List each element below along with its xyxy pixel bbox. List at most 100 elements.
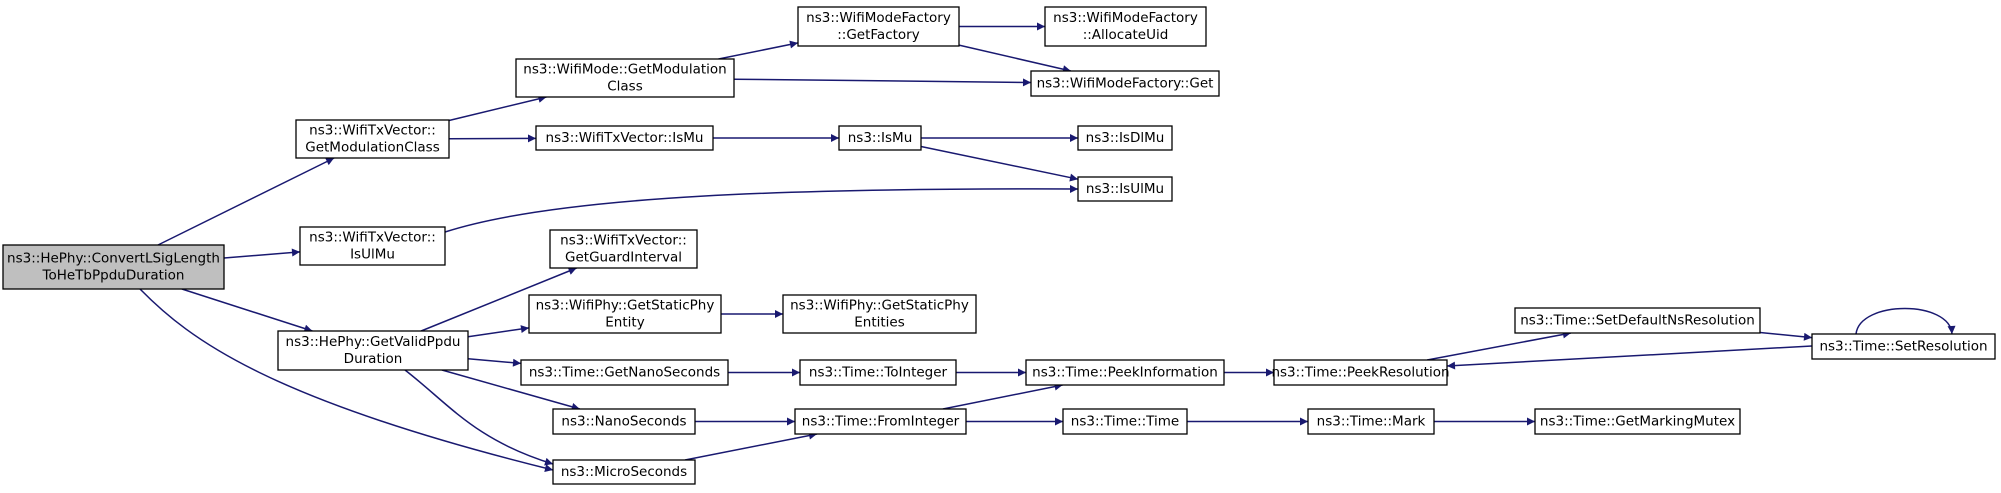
node-isDlMu[interactable]: ns3::IsDlMu bbox=[1077, 125, 1173, 151]
node-label-line: ns3::Time::FromInteger bbox=[802, 414, 960, 430]
node-factoryGet[interactable]: ns3::WifiModeFactory::Get bbox=[1030, 70, 1220, 97]
node-box bbox=[549, 229, 698, 269]
node-box bbox=[1811, 333, 1996, 360]
node-box bbox=[838, 125, 922, 151]
edge-getValidPpdu-to-nanoSeconds bbox=[441, 369, 581, 411]
node-label-line: Class bbox=[607, 79, 643, 95]
edge-root-to-microSeconds bbox=[139, 288, 554, 472]
edge-getModClassVec-to-getModClassMode bbox=[448, 94, 547, 122]
node-label-line: Entities bbox=[854, 315, 905, 331]
node-label-line: ns3::WifiModeFactory bbox=[1053, 10, 1198, 26]
node-getMarkingMutex[interactable]: ns3::Time::GetMarkingMutex bbox=[1534, 408, 1741, 435]
node-label-line: GetGuardInterval bbox=[565, 250, 682, 266]
node-getModClassVec[interactable]: ns3::WifiTxVector::GetModulationClass bbox=[295, 119, 450, 159]
node-box bbox=[1307, 408, 1435, 435]
node-label-line: ns3::MicroSeconds bbox=[561, 464, 687, 480]
node-label-line: ns3::IsDlMu bbox=[1086, 130, 1165, 146]
node-box bbox=[1273, 359, 1448, 386]
edge-getValidPpdu-to-getStaticPhyEntity bbox=[467, 325, 530, 338]
node-isMuVec[interactable]: ns3::WifiTxVector::IsMu bbox=[535, 125, 714, 151]
node-nanoSeconds[interactable]: ns3::NanoSeconds bbox=[552, 408, 696, 435]
node-label-line: ns3::Time::Time bbox=[1071, 414, 1179, 430]
edge-getValidPpdu-to-getGuardInterval bbox=[420, 267, 577, 332]
node-label-line: ns3::WifiMode::GetModulation bbox=[523, 62, 726, 78]
edge-getModClassMode-to-factoryGet bbox=[733, 78, 1032, 87]
node-box bbox=[1077, 176, 1173, 202]
node-label-line: ns3::Time::GetMarkingMutex bbox=[1540, 414, 1735, 430]
node-label-line: ns3::Time::Mark bbox=[1317, 414, 1426, 430]
node-box bbox=[528, 294, 722, 334]
node-label-line: ns3::HePhy::GetValidPpdu bbox=[286, 334, 461, 350]
node-isUlMuVec[interactable]: ns3::WifiTxVector::IsUlMu bbox=[299, 226, 446, 266]
node-root[interactable]: ns3::HePhy::ConvertLSigLengthToHeTbPpduD… bbox=[2, 244, 225, 290]
edge-peekResolution-to-setDefaultNsRes bbox=[1426, 330, 1572, 361]
node-box bbox=[515, 58, 735, 98]
node-setDefaultNsRes[interactable]: ns3::Time::SetDefaultNsResolution bbox=[1514, 307, 1761, 334]
node-box bbox=[799, 359, 957, 386]
node-label-line: ns3::WifiTxVector::IsMu bbox=[546, 130, 704, 146]
node-box bbox=[520, 359, 729, 386]
node-allocateUid[interactable]: ns3::WifiModeFactory::AllocateUid bbox=[1044, 6, 1207, 47]
node-layer: ns3::HePhy::ConvertLSigLengthToHeTbPpduD… bbox=[2, 6, 1996, 485]
edge-getValidPpdu-to-microSeconds bbox=[404, 369, 554, 466]
node-label-line: ToHeTbPpduDuration bbox=[42, 268, 185, 284]
node-microSeconds[interactable]: ns3::MicroSeconds bbox=[552, 459, 696, 485]
node-label-line: ns3::WifiModeFactory::Get bbox=[1037, 76, 1214, 92]
node-label-line: ns3::Time::ToInteger bbox=[809, 365, 948, 381]
node-label-line: ns3::WifiTxVector:: bbox=[309, 230, 436, 246]
node-box bbox=[1025, 359, 1225, 386]
node-label-line: ns3::WifiPhy::GetStaticPhy bbox=[536, 298, 715, 314]
node-peekResolution[interactable]: ns3::Time::PeekResolution bbox=[1271, 359, 1450, 386]
node-timeTime[interactable]: ns3::Time::Time bbox=[1062, 408, 1188, 435]
node-setResolution[interactable]: ns3::Time::SetResolution bbox=[1811, 333, 1996, 360]
node-label-line: Entity bbox=[605, 315, 644, 331]
node-box bbox=[552, 459, 696, 485]
node-peekInformation[interactable]: ns3::Time::PeekInformation bbox=[1025, 359, 1225, 386]
node-getModClassMode[interactable]: ns3::WifiMode::GetModulationClass bbox=[515, 58, 735, 98]
node-box bbox=[797, 6, 960, 47]
node-isMu[interactable]: ns3::IsMu bbox=[838, 125, 922, 151]
node-box bbox=[535, 125, 714, 151]
node-label-line: ns3::WifiTxVector:: bbox=[309, 123, 436, 139]
node-box bbox=[1030, 70, 1220, 97]
edge-isUlMuVec-to-isUlMu bbox=[444, 184, 1079, 233]
edge-root-to-isUlMuVec bbox=[223, 248, 301, 259]
edge-setDefaultNsRes-to-setResolution bbox=[1759, 331, 1813, 341]
node-label-line: ns3::Time::GetNanoSeconds bbox=[529, 365, 720, 381]
node-mark[interactable]: ns3::Time::Mark bbox=[1307, 408, 1435, 435]
edge-layer bbox=[139, 22, 1956, 472]
node-isUlMu[interactable]: ns3::IsUlMu bbox=[1077, 176, 1173, 202]
node-label-line: ns3::WifiTxVector:: bbox=[560, 233, 687, 249]
node-getFactory[interactable]: ns3::WifiModeFactory::GetFactory bbox=[797, 6, 960, 47]
node-label-line: GetModulationClass bbox=[305, 140, 440, 156]
node-fromInteger[interactable]: ns3::Time::FromInteger bbox=[794, 408, 967, 435]
edge-setResolution-to-setResolution bbox=[1855, 307, 1956, 335]
edge-getFactory-to-factoryGet bbox=[958, 44, 1072, 74]
node-box bbox=[299, 226, 446, 266]
node-label-line: ns3::IsUlMu bbox=[1086, 181, 1164, 197]
node-label-line: ns3::WifiPhy::GetStaticPhy bbox=[790, 298, 969, 314]
edge-setResolution-to-peekResolution bbox=[1446, 345, 1813, 370]
node-box bbox=[1534, 408, 1741, 435]
node-label-line: ns3::IsMu bbox=[848, 130, 913, 146]
node-toInteger[interactable]: ns3::Time::ToInteger bbox=[799, 359, 957, 386]
node-getNanoSeconds[interactable]: ns3::Time::GetNanoSeconds bbox=[520, 359, 729, 386]
node-label-line: ns3::Time::SetDefaultNsResolution bbox=[1520, 313, 1755, 329]
node-box bbox=[1077, 125, 1173, 151]
node-label-line: ns3::WifiModeFactory bbox=[806, 10, 951, 26]
node-label-line: ns3::Time::SetResolution bbox=[1819, 339, 1987, 355]
node-label-line: ::AllocateUid bbox=[1083, 27, 1169, 43]
node-label-line: Duration bbox=[344, 351, 403, 367]
node-box bbox=[277, 330, 469, 371]
node-box bbox=[2, 244, 225, 290]
node-label-line: ns3::Time::PeekResolution bbox=[1271, 365, 1449, 381]
node-getGuardInterval[interactable]: ns3::WifiTxVector::GetGuardInterval bbox=[549, 229, 698, 269]
edge-getValidPpdu-to-getNanoSeconds bbox=[467, 358, 522, 367]
node-label-line: ns3::HePhy::ConvertLSigLength bbox=[7, 251, 220, 267]
node-box bbox=[782, 294, 977, 334]
edge-getModClassMode-to-getFactory bbox=[718, 40, 799, 60]
